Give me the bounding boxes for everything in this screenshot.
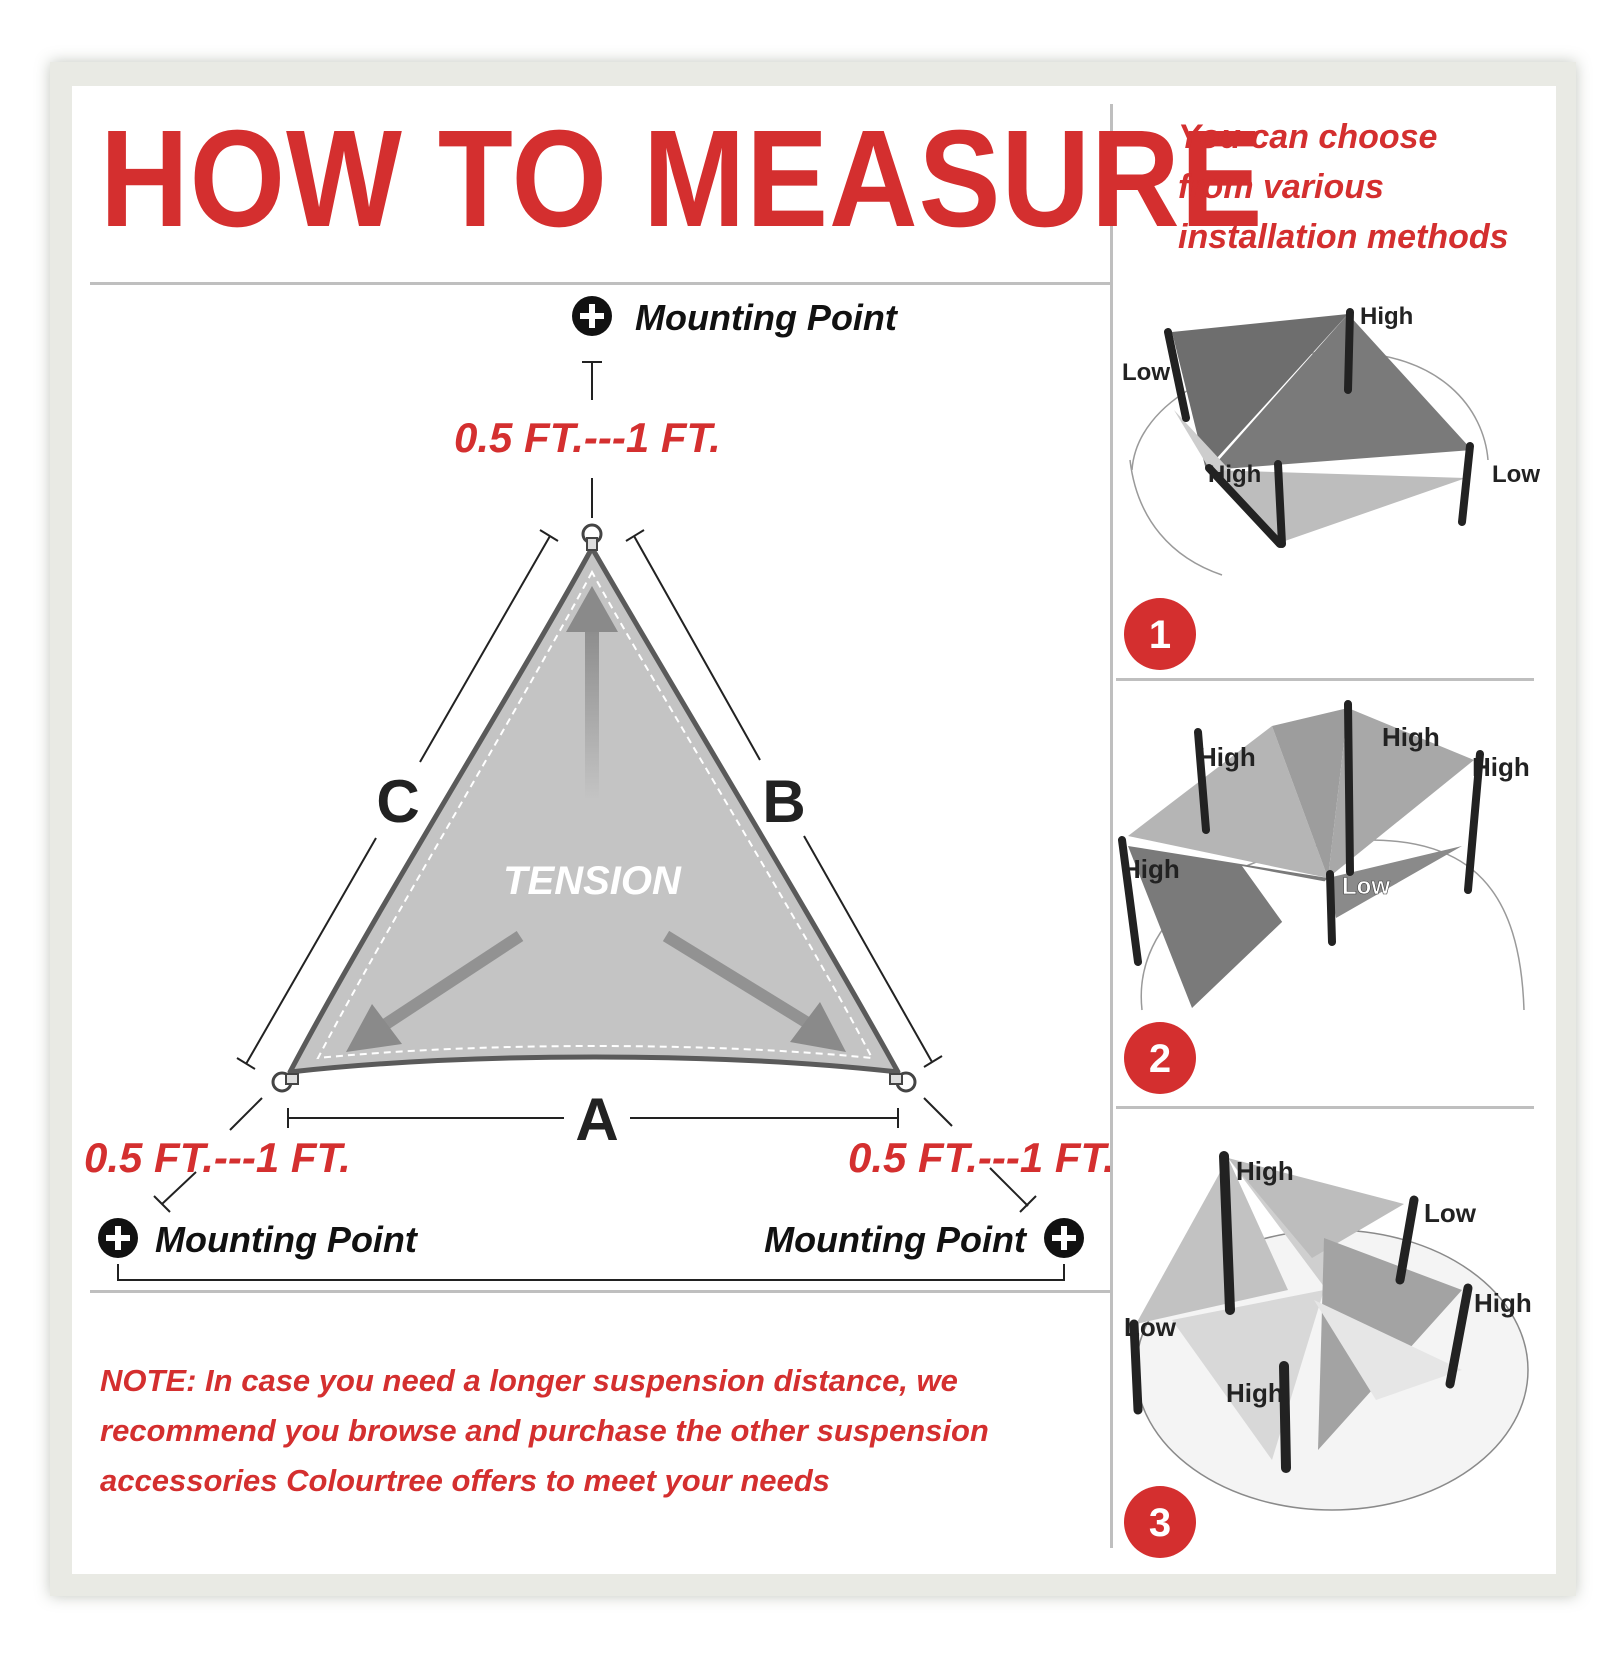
plus-circle-icon	[1044, 1218, 1084, 1258]
mounting-point-label-top: Mounting Point	[635, 297, 899, 338]
suspension-note: NOTE: In case you need a longer suspensi…	[100, 1363, 989, 1498]
method-2-label: High	[1382, 722, 1440, 752]
offset-label-left: 0.5 FT.---1 FT.	[84, 1134, 351, 1181]
method-1-badge: 1	[1124, 598, 1196, 670]
plus-circle-icon	[98, 1218, 138, 1258]
method-2-label: High	[1198, 742, 1256, 772]
mounting-point-left: Mounting Point	[98, 1218, 419, 1260]
installation-methods: Low High High Low 1 High High High High …	[1118, 303, 1540, 1558]
method-1-number: 1	[1149, 613, 1171, 657]
method-2-badge: 2	[1124, 1022, 1196, 1094]
method-3-label: High	[1236, 1156, 1294, 1186]
mounting-point-right: Mounting Point	[764, 1218, 1084, 1260]
dimension-side-b: B	[625, 529, 943, 1068]
plus-circle-icon	[572, 296, 612, 336]
method-1-label: High	[1208, 461, 1261, 488]
method-3-label: Low	[1124, 1312, 1177, 1342]
method-divider-2	[1116, 1106, 1534, 1109]
method-2-label: High	[1122, 854, 1180, 884]
method-2-number: 2	[1149, 1037, 1171, 1081]
triangle-shade-sail: TENSION	[271, 523, 917, 1093]
method-1-label: High	[1360, 303, 1413, 330]
offset-dimension-top: 0.5 FT.---1 FT.	[454, 361, 721, 518]
offset-dimension-left: 0.5 FT.---1 FT.	[84, 1097, 351, 1213]
tension-arrow-right	[662, 930, 846, 1052]
dimension-side-c: C	[236, 529, 559, 1070]
method-divider-1	[1116, 678, 1534, 681]
column-divider	[1110, 104, 1113, 1548]
method-2-label: Low	[1342, 873, 1390, 900]
title-divider	[90, 282, 1110, 285]
mounting-point-label-right: Mounting Point	[764, 1219, 1028, 1260]
tension-arrow-left	[346, 930, 524, 1052]
method-1-label: Low	[1492, 461, 1540, 488]
mounting-point-top: Mounting Point	[572, 296, 899, 338]
offset-label-right: 0.5 FT.---1 FT.	[848, 1134, 1110, 1181]
offset-dimension-right: 0.5 FT.---1 FT.	[848, 1097, 1110, 1213]
offset-label-top: 0.5 FT.---1 FT.	[454, 414, 721, 461]
method-1-label: Low	[1122, 359, 1170, 386]
method-1-illustration: Low High High Low	[1122, 303, 1540, 576]
dimension-side-a: A	[287, 1086, 899, 1153]
method-3-label: Low	[1424, 1198, 1477, 1228]
tension-arrow-up	[566, 586, 618, 800]
ring-icon-left	[271, 1071, 299, 1093]
base-bracket	[117, 1264, 1065, 1281]
ring-icon-right	[889, 1071, 917, 1093]
side-a-label: A	[575, 1086, 618, 1153]
installation-methods-heading: You can choose from various installation…	[1178, 118, 1509, 256]
method-3-illustration: High Low High Low High	[1124, 1151, 1532, 1511]
measure-diagram: Mounting Point 0.5 FT.---1 FT.	[84, 296, 1110, 1281]
method-2-label: High	[1472, 752, 1530, 782]
method-3-label: High	[1474, 1288, 1532, 1318]
ring-icon-top	[581, 523, 603, 551]
tension-label: TENSION	[503, 859, 682, 903]
mounting-point-label-left: Mounting Point	[155, 1219, 419, 1260]
side-c-label: C	[376, 768, 419, 835]
method-3-label: High	[1226, 1378, 1284, 1408]
side-b-label: B	[762, 768, 805, 835]
method-3-badge: 3	[1124, 1486, 1196, 1558]
method-3-number: 3	[1149, 1501, 1171, 1545]
note-divider	[90, 1290, 1110, 1293]
method-2-illustration: High High High High Low	[1118, 700, 1530, 1011]
